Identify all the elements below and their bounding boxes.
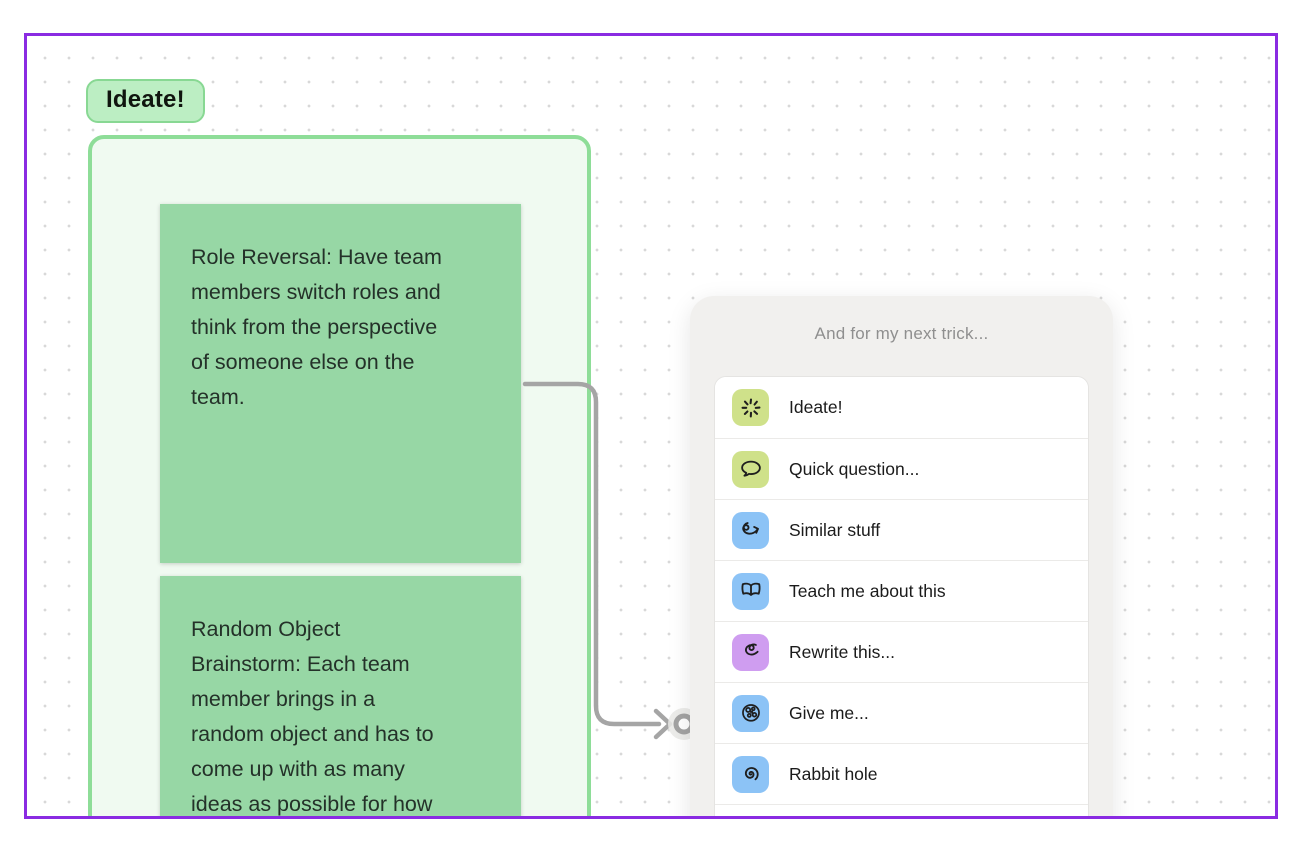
menu-item-label: Ideate!: [789, 397, 843, 417]
truffle-icon: [732, 694, 769, 732]
connector-arrowhead: [653, 708, 673, 740]
menu-header: And for my next trick...: [814, 324, 989, 343]
scribble-icon: [732, 633, 769, 671]
burst-icon: [732, 389, 769, 426]
open-book-icon: [732, 572, 769, 610]
menu-item-label: Quick question...: [789, 458, 920, 479]
ai-menu-panel: And for my next trick... Ideate! Quick q…: [690, 296, 1113, 816]
sticky-note[interactable]: Role Reversal: Have team members switch …: [160, 204, 521, 563]
menu-item[interactable]: Rabbit hole: [715, 743, 1088, 804]
menu-item-partial[interactable]: [715, 804, 1088, 816]
menu-item[interactable]: Rewrite this...: [715, 621, 1088, 682]
menu-item[interactable]: Similar stuff: [715, 499, 1088, 560]
menu-item-label: Rabbit hole: [789, 763, 878, 784]
curly-arrow-icon: [732, 511, 769, 549]
menu-item-label: Similar stuff: [789, 519, 881, 540]
menu-item[interactable]: Teach me about this: [715, 560, 1088, 621]
menu-item-label: Rewrite this...: [789, 641, 895, 662]
menu-item-label: Give me...: [789, 702, 869, 723]
sticky-note[interactable]: Random Object Brainstorm: Each team memb…: [160, 576, 521, 816]
menu-list: Ideate! Quick question... Similar stuff …: [714, 376, 1089, 816]
whiteboard-canvas[interactable]: Ideate! Role Reversal: Have team members…: [24, 33, 1278, 819]
spiral-icon: [732, 755, 769, 793]
menu-item[interactable]: Quick question...: [715, 438, 1088, 499]
menu-item[interactable]: Ideate!: [715, 377, 1088, 438]
menu-item[interactable]: Give me...: [715, 682, 1088, 743]
menu-item-label: Teach me about this: [789, 580, 946, 601]
frame-label[interactable]: Ideate!: [86, 79, 205, 123]
speech-bubble-icon: [732, 450, 769, 488]
